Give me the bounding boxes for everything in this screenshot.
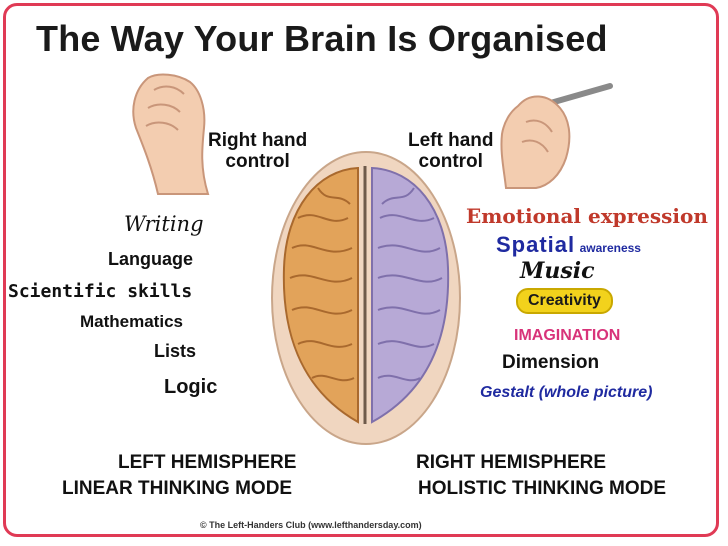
right-hand-line2: control	[225, 151, 290, 172]
left-function-lists: Lists	[154, 341, 197, 361]
spatial-word: Spatial	[496, 232, 576, 257]
right-function-spatial: Spatial awareness	[496, 232, 641, 258]
left-function-language: Language	[108, 249, 194, 269]
left-function-logic: Logic	[164, 376, 218, 398]
left-function-mathematics: Mathematics	[80, 312, 183, 331]
left-hand-line2: control	[418, 151, 483, 172]
right-hemisphere-label: RIGHT HEMISPHERE	[416, 452, 607, 473]
right-function-imagination: IMAGINATION	[514, 327, 621, 344]
page-frame	[3, 3, 719, 537]
right-function-creativity: Creativity	[516, 288, 613, 314]
left-hand-line1: Left hand	[408, 130, 494, 151]
left-hand-pen-illustration	[500, 83, 613, 189]
right-hand-control-label: Right hand control	[208, 130, 307, 172]
page-title: The Way Your Brain Is Organised	[36, 18, 608, 59]
left-function-scientific: Scientific skills	[8, 281, 193, 302]
copyright-notice: © The Left-Handers Club (www.lefthanders…	[200, 520, 422, 530]
left-hemisphere-label: LEFT HEMISPHERE	[118, 452, 297, 473]
brain-illustration	[271, 151, 461, 445]
right-function-emotional: Emotional expression	[466, 204, 708, 228]
right-function-gestalt: Gestalt (whole picture)	[480, 384, 653, 401]
right-function-dimension: Dimension	[502, 352, 600, 373]
left-function-writing: Writing	[124, 212, 204, 236]
awareness-word: awareness	[579, 241, 641, 255]
right-hand-line1: Right hand	[208, 130, 308, 151]
right-function-music: Music	[520, 258, 595, 284]
linear-thinking-label: LINEAR THINKING MODE	[62, 478, 293, 499]
holistic-thinking-label: HOLISTIC THINKING MODE	[418, 478, 667, 499]
right-hand-illustration	[132, 73, 210, 195]
left-hand-control-label: Left hand control	[408, 130, 494, 172]
